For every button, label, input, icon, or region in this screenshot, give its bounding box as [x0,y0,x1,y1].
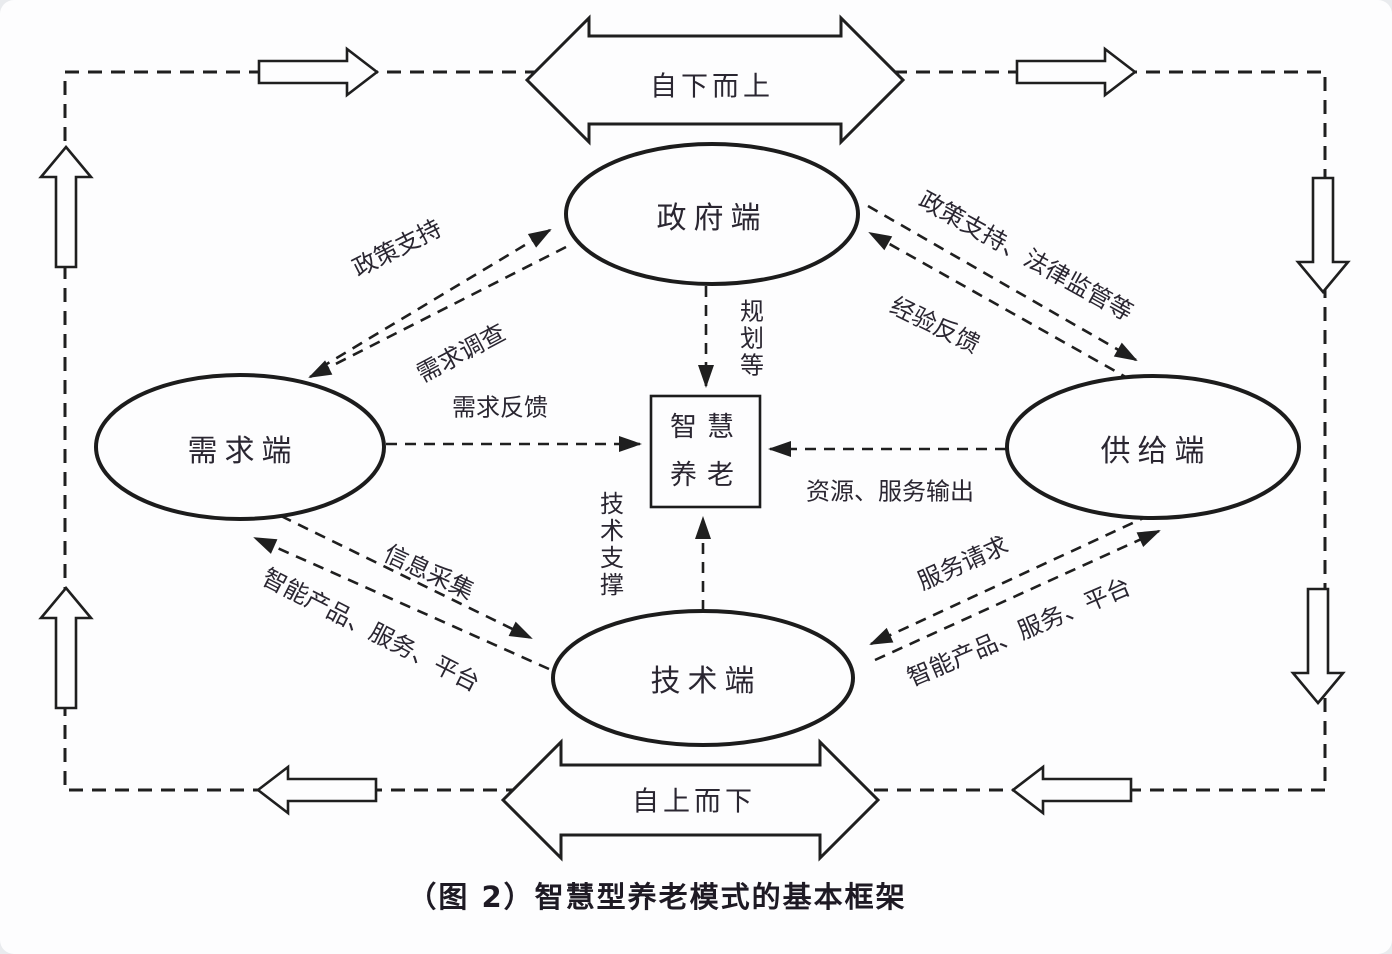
node-label-government: 政府端 [656,201,768,236]
top-down-double-arrow [500,738,881,862]
edge-supply-to-technology [869,513,1151,646]
relation-arrows [253,204,1161,671]
center-box-line2: 养老 [670,460,744,491]
edge-government-to-demand [308,245,567,379]
arrow-bottom-right-left [1010,764,1133,816]
edge-supply-to-government [868,231,1132,382]
edge-label-planning: 规划等 [735,298,764,380]
node-label-demand: 需求端 [187,434,299,469]
arrow-top-right-right [1015,46,1138,98]
bottom-up-double-arrow [524,14,906,146]
arrow-right-upper-down [1295,176,1351,295]
node-label-supply: 供给端 [1100,434,1212,469]
arrow-bottom-left-left [255,764,378,816]
node-label-technology: 技术端 [650,664,762,699]
edge-technology-to-supply [874,529,1161,662]
ellipse-supply [1005,374,1301,520]
ellipse-demand [94,373,386,521]
flow-label-top-down: 自上而下 [632,786,756,818]
edge-technology-to-demand [253,536,550,671]
center-box-label: 智慧 养老 [670,404,744,500]
flow-label-bottom-up: 自下而上 [650,71,774,103]
arrow-top-left-right [257,46,380,98]
edge-demand-to-technology [280,514,533,640]
figure-caption: （图 2）智慧型养老模式的基本框架 [407,880,907,914]
center-box-line1: 智慧 [670,412,744,443]
edge-government-to-supply [867,204,1138,362]
arrow-left-lower-up [38,585,94,710]
edge-label-demand-feedback: 需求反馈 [452,393,548,422]
center-box [649,394,762,509]
ellipse-government [564,142,860,286]
edge-label-tech-support: 技术支撑 [595,491,624,599]
arrow-right-lower-down [1290,587,1346,706]
arrow-left-upper-up [38,144,94,269]
edge-demand-to-government [319,228,552,370]
ellipse-technology [551,609,855,747]
circulation-arrows [38,46,1351,816]
edge-label-resource-service-output: 资源、服务输出 [806,477,974,506]
